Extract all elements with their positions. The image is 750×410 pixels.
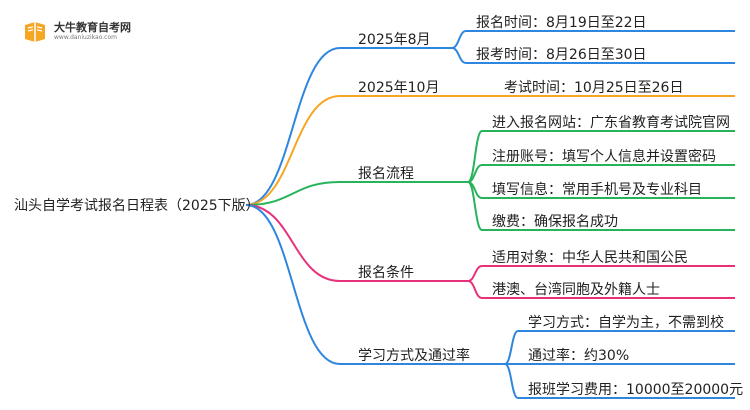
branch-edge (245, 95, 341, 206)
leaf-edge (504, 330, 519, 365)
mindmap-labels: 汕头自学考试报名日程表（2025下版） 2025年8月 报名时间：8月19日至22日… (14, 15, 743, 398)
leaf-label: 缴费：确保报名成功 (492, 214, 618, 230)
site-logo[interactable]: 大牛教育自考网 www.daniuzikao.com (22, 18, 172, 48)
leaf-label: 适用对象：中华人民共和国公民 (492, 250, 688, 266)
branch-edge (245, 204, 341, 282)
branch-label: 报名条件 (358, 264, 414, 281)
branch-label: 2025年10月 (358, 80, 439, 96)
leaf-label: 注册账号：填写个人信息并设置密码 (492, 148, 716, 165)
leaf-label: 考试时间：10月25日至26日 (504, 80, 683, 96)
leaf-edge (451, 30, 467, 49)
leaf-label: 报班学习费用：10000至20000元 (528, 382, 743, 398)
root-topic: 汕头自学考试报名日程表（2025下版） (14, 198, 260, 214)
leaf-label: 学习方式：自学为主，不需到校 (528, 314, 724, 331)
branch-label: 学习方式及通过率 (358, 347, 470, 364)
branch-edge (245, 204, 341, 365)
logo-name: 大牛教育自考网 (54, 21, 131, 34)
leaf-label: 港澳、台湾同胞及外籍人士 (492, 281, 660, 298)
logo-url: www.daniuzikao.com (54, 34, 117, 41)
leaf-label: 报考时间：8月26日至30日 (476, 47, 647, 63)
branch-edge (245, 47, 341, 206)
leaf-label: 报名时间：8月19日至22日 (476, 15, 647, 31)
leaf-edge (467, 280, 483, 299)
branch-label: 2025年8月 (358, 32, 431, 48)
book-logo-icon (25, 22, 45, 42)
leaf-edge (504, 363, 519, 399)
leaf-label: 进入报名网站：广东省教育考试院官网 (492, 115, 730, 131)
leaf-edge (451, 47, 467, 64)
leaf-edge (467, 181, 483, 231)
branch-edge (245, 181, 341, 206)
leaf-label: 填写信息：常用手机号及专业科目 (492, 181, 702, 198)
branch-label: 报名流程 (358, 166, 414, 182)
mindmap-edges (245, 30, 735, 399)
leaf-label: 通过率：约30% (528, 347, 629, 364)
leaf-edge (467, 265, 483, 282)
